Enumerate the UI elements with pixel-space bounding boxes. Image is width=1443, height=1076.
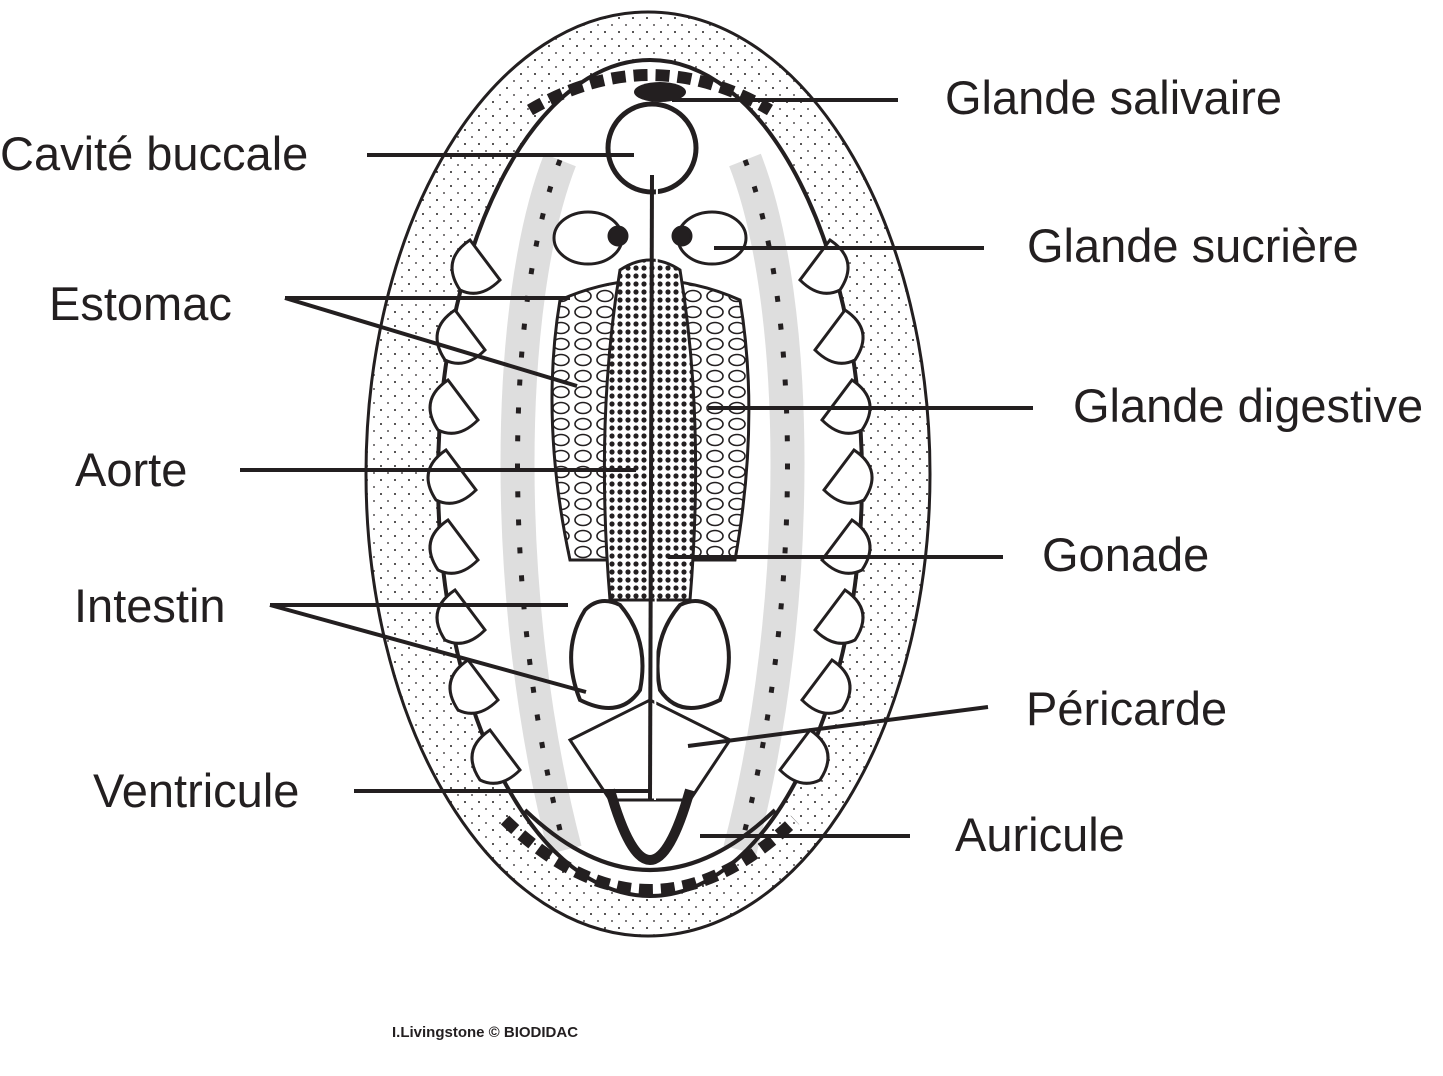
salivary-gland	[634, 82, 686, 102]
label-auricule: Auricule	[955, 808, 1125, 861]
leader-lines	[240, 98, 1033, 838]
anterior-rim	[526, 69, 774, 116]
posterior-rim	[500, 815, 800, 896]
aorta	[648, 174, 654, 801]
label-pericarde: Péricarde	[1026, 682, 1228, 735]
sugar-glands	[552, 210, 748, 266]
label-glande-sucriere: Glande sucrière	[1027, 219, 1359, 272]
label-cavite-buccale: Cavité buccale	[0, 127, 309, 180]
label-glande-salivaire: Glande salivaire	[945, 71, 1283, 124]
label-estomac: Estomac	[49, 277, 232, 330]
credit-line: I.Livingstone © BIODIDAC	[392, 1024, 579, 1041]
label-glande-digestive: Glande digestive	[1073, 379, 1424, 432]
label-aorte: Aorte	[75, 443, 188, 496]
intestine-loops	[569, 599, 731, 710]
auricles	[605, 788, 695, 866]
label-gonade: Gonade	[1042, 528, 1210, 581]
label-intestin: Intestin	[74, 579, 226, 632]
label-ventricule: Ventricule	[93, 764, 300, 817]
